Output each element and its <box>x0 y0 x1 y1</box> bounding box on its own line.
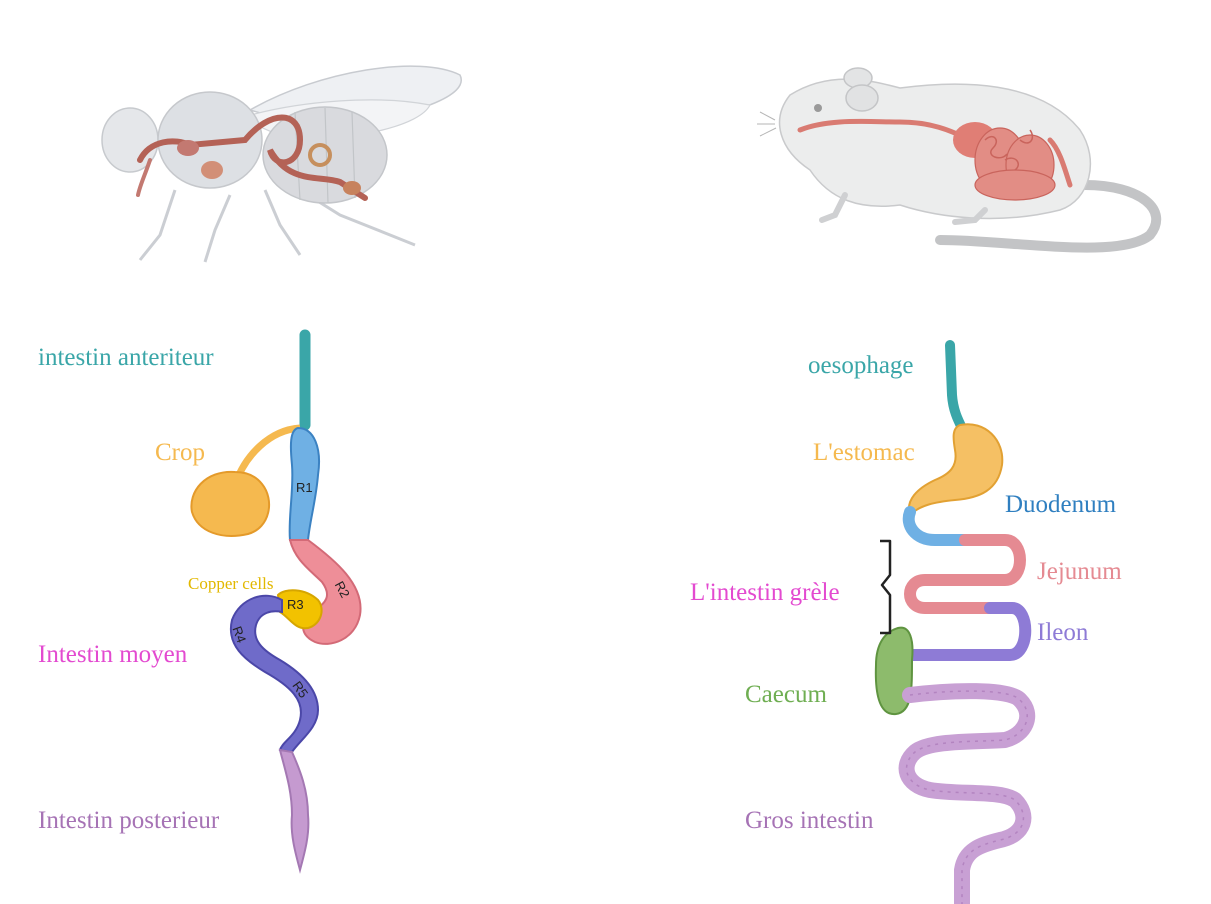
fly-crop <box>191 472 269 536</box>
label-large-intestine: Gros intestin <box>745 808 873 833</box>
mouse-stomach <box>909 424 1002 515</box>
label-duodenum: Duodenum <box>1005 492 1116 517</box>
label-small-intestine: L'intestin grèle <box>690 580 840 605</box>
label-esophagus: oesophage <box>808 353 914 378</box>
mouse-esophagus <box>950 345 962 428</box>
label-foregut: intestin anteriteur <box>38 345 214 370</box>
label-jejunum: Jejunum <box>1037 559 1122 584</box>
mouse-large-intestine <box>907 691 1028 904</box>
small-intestine-bracket <box>880 541 890 633</box>
fly-illustration <box>102 66 461 262</box>
mouse-ileon <box>905 608 1025 655</box>
label-copper-cells: Copper cells <box>188 575 273 592</box>
mouse-gut-schematic <box>876 345 1027 904</box>
label-hindgut: Intestin posterieur <box>38 808 219 833</box>
label-stomach: L'estomac <box>813 440 915 465</box>
fly-gut-schematic <box>191 335 360 870</box>
fly-hindgut <box>280 750 308 870</box>
label-ileon: Ileon <box>1037 620 1088 645</box>
label-region-r1: R1 <box>296 480 313 495</box>
label-crop: Crop <box>155 440 205 465</box>
label-midgut: Intestin moyen <box>38 642 187 667</box>
mouse-duodenum <box>909 512 965 540</box>
label-caecum: Caecum <box>745 682 827 707</box>
mouse-illustration <box>757 68 1156 248</box>
mouse-jejunum <box>910 540 1020 608</box>
label-region-r3: R3 <box>287 597 304 612</box>
